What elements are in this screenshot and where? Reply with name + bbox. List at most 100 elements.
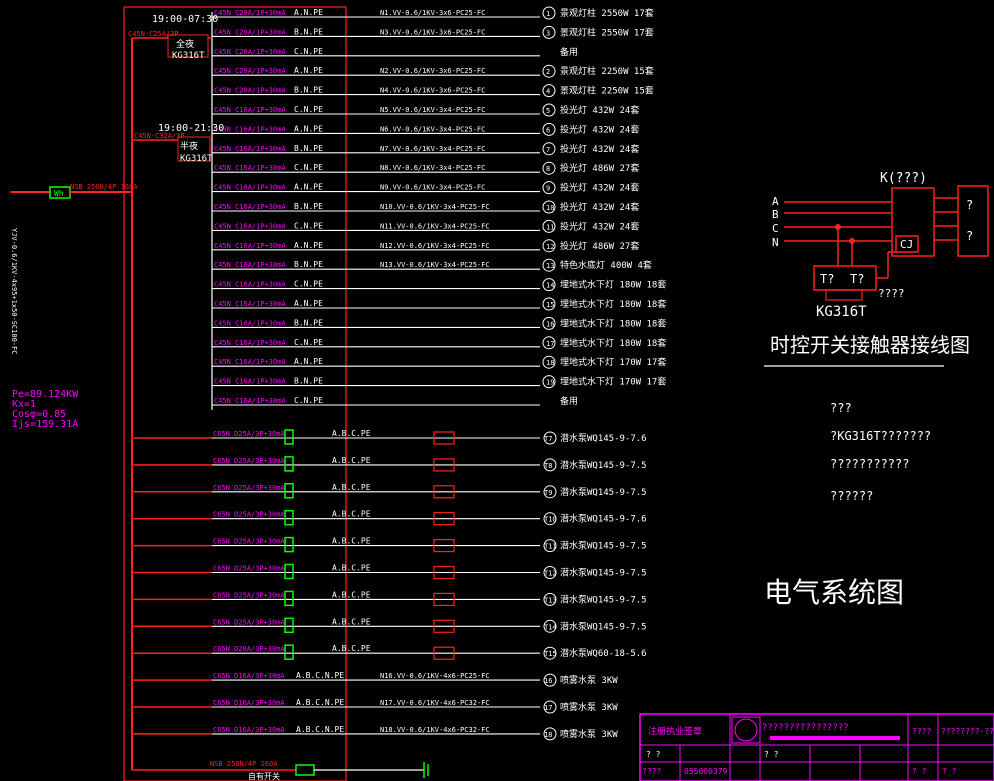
incoming-cable: YJV-0.6/1KV-4x95+1x50-SC100-FC [10, 228, 18, 354]
contactor-k-label: K(???) [880, 171, 927, 186]
pump-switch-box [284, 483, 294, 499]
circuit-desc: 景观灯柱 2550W 17套 [560, 7, 654, 19]
circuit-desc: 投光灯 432W 24套 [560, 182, 639, 194]
circuit-number: 5 [546, 107, 550, 115]
tb-c1: ? ? [912, 767, 927, 776]
circuit-desc: 投光灯 432W 24套 [560, 201, 639, 213]
circuit-desc: 投光灯 432W 24套 [560, 123, 639, 135]
pump-cable: N17.VV-0.6/1KV-4x6-PC32-FC [380, 699, 490, 707]
pump-breaker: C65N D25A/3P+30mA [213, 538, 285, 546]
circuit-number-icon [542, 219, 556, 233]
circuit-breaker: C45N C20A/1P+30mA [214, 28, 286, 36]
circuit-phase: C.N.PE [294, 338, 323, 347]
circuit-number: 6 [546, 126, 550, 134]
circuit-phase: B.N.PE [294, 318, 323, 327]
load-kx: Kx=1 [12, 399, 36, 410]
pump-phase: A.B.C.N.PE [296, 671, 344, 680]
circuit-cable: N9.VV-0.6/1KV-3x4-PC25-FC [380, 184, 485, 192]
contactor-k-box [891, 187, 935, 257]
system-title: 电气系统图 [764, 576, 904, 609]
circuit-breaker: C45N C16A/1P+30mA [214, 300, 286, 308]
circuit-desc: 特色水底灯 400W 4套 [560, 259, 652, 271]
pump-number-icon [543, 485, 557, 499]
load-ijs: Ijs=159.31A [12, 419, 78, 430]
circuit-phase: C.N.PE [294, 47, 323, 56]
pump-cable: N16.VV-0.6/1KV-4x6-PC25-FC [380, 672, 490, 680]
tb-value1: ????????-???? [941, 727, 994, 736]
pump-number: T14 [544, 623, 557, 631]
circuit-number: 14 [546, 282, 554, 290]
circuit-number-icon [542, 278, 556, 292]
circuit-desc: 投光灯 432W 24套 [560, 104, 639, 116]
tb-company: 注册执业签章 [648, 725, 702, 737]
pump-control-box [433, 592, 455, 607]
pump-phase: A.B.C.PE [332, 644, 371, 653]
circuit-number-icon [542, 200, 556, 214]
circuit-number: 3 [546, 29, 550, 37]
pump-breaker: C65N D16A/3P+30mA [213, 699, 285, 707]
pump-phase: A.B.C.PE [332, 617, 371, 626]
meter-label: Wh [54, 189, 64, 198]
circuit-phase: B.N.PE [294, 377, 323, 386]
circuit-breaker: C45N C16A/1P+30mA [214, 222, 286, 230]
circuit-cable: N2.VV-0.6/1KV-3x6-PC25-FC [380, 67, 485, 75]
circuit-number-icon [542, 64, 556, 78]
pump-phase: A.B.C.N.PE [296, 725, 344, 734]
circuit-number-icon [542, 161, 556, 175]
pump-number: 17 [544, 704, 552, 712]
circuit-desc: 埋地式水下灯 180W 18套 [560, 298, 666, 310]
pump-breaker: C65N D20A/3P+30mA [213, 645, 285, 653]
contactor-wiring [764, 185, 989, 367]
note-1: ??? [830, 401, 852, 415]
output2-label: ? [966, 229, 973, 243]
tb-row2a: ? ? [646, 750, 661, 759]
pump-breaker: C65N D25A/3P+30mA [213, 430, 285, 438]
pump-breaker: C65N D25A/3P+30mA [213, 618, 285, 626]
circuit-number: 11 [546, 223, 554, 231]
circuit-number: 10 [546, 204, 554, 212]
circuit-breaker: C45N C16A/1P+30mA [214, 164, 286, 172]
circuit-phase: A.N.PE [294, 8, 323, 17]
pump-switch-box [284, 429, 294, 445]
circuit-cable: N5.VV-0.6/1KV-3x4-PC25-FC [380, 106, 485, 114]
circuit-number: 1 [546, 10, 550, 18]
pump-desc: 潜水泵WQ145-9-7.5 [560, 567, 647, 579]
pump-control-box [433, 619, 455, 633]
pump-switch-box [284, 456, 294, 472]
pump-phase: A.B.C.PE [332, 564, 371, 573]
circuit-cable: N8.VV-0.6/1KV-3x4-PC25-FC [380, 164, 485, 172]
pump-breaker: C65N D16A/3P+30mA [213, 726, 285, 734]
pump-desc: 喷雾水泵 3KW [560, 701, 618, 713]
pump-breaker: C65N D16A/3P+30mA [213, 672, 285, 680]
circuit-breaker: C45N C16A/1P+30mA [214, 378, 286, 386]
circuit-phase: A.N.PE [294, 124, 323, 133]
circuit-desc: 埋地式水下灯 180W 18套 [560, 337, 666, 349]
circuit-number-icon [542, 122, 556, 136]
circuit-desc: 备用 [560, 395, 578, 407]
pump-number: 16 [544, 677, 552, 685]
circuit-number-icon [542, 84, 556, 98]
bottom-label: 自有开关 [248, 771, 280, 781]
bottom-meter-box [295, 764, 315, 776]
pump-control-box [433, 485, 455, 499]
note-2: ?KG316T??????? [830, 429, 931, 443]
circuit-desc: 景观灯柱 2550W 17套 [560, 26, 654, 38]
circuit-desc: 埋地式水下灯 180W 18套 [560, 279, 666, 291]
pump-number-icon [543, 646, 557, 660]
circuit-cable: N1.VV-0.6/1KV-3x6-PC25-FC [380, 9, 485, 17]
load-pe: Pe=89.124KW [12, 389, 79, 400]
circuit-number: 7 [546, 146, 550, 154]
circuit-number-icon [542, 336, 556, 350]
tb-c2: ? ? [942, 767, 957, 776]
circuit-cable: N11.VV-0.6/1KV-3x4-PC25-FC [380, 222, 490, 230]
circuit-cable: N12.VV-0.6/1KV-3x4-PC25-FC [380, 242, 490, 250]
circuit-number-icon [542, 258, 556, 272]
note-3: ??????????? [830, 457, 909, 471]
timer2-mode: 半夜 [180, 140, 198, 152]
circuit-phase: A.N.PE [294, 241, 323, 250]
circuit-number-icon [542, 6, 556, 20]
circuit-desc: 投光灯 432W 24套 [560, 220, 639, 232]
pump-control-box [433, 431, 455, 445]
phase-c: C [772, 222, 779, 235]
pump-number: T15 [544, 650, 557, 658]
